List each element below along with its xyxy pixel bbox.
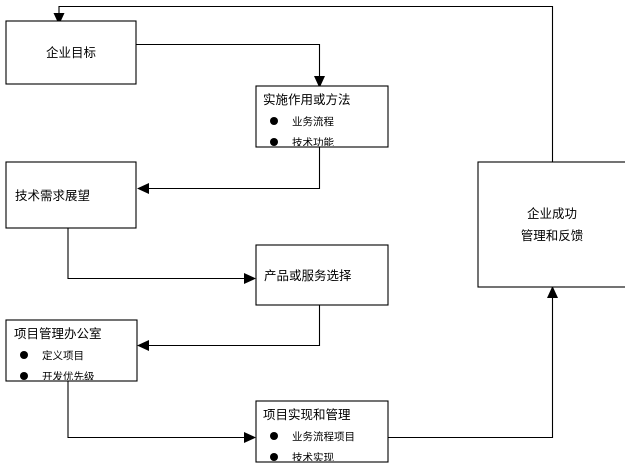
arrowhead-down-into-enterprise-goal bbox=[53, 13, 65, 25]
node-enterprise-goal[interactable]: 企业目标 bbox=[5, 20, 137, 85]
connector-product-to-pmo-path bbox=[146, 305, 321, 347]
connector-implementation-to-demand-path bbox=[146, 147, 321, 190]
connector-goal-to-implementation-path bbox=[136, 43, 321, 80]
node-product-or-service-selection-box[interactable] bbox=[255, 244, 389, 306]
bullet-dot-icon bbox=[270, 432, 278, 440]
arrowhead-up-into-enterprise-success bbox=[547, 286, 558, 298]
node-implementation-role-or-method-label: 实施作用或方法 bbox=[263, 92, 351, 107]
node-project-implementation-bullet-1: 业务流程项目 bbox=[292, 430, 355, 443]
arrowhead-right-into-product-selection bbox=[244, 273, 256, 284]
arrowhead-right-into-project-implementation bbox=[244, 432, 256, 443]
node-technology-demand-outlook-box[interactable] bbox=[5, 161, 137, 229]
node-project-management-office[interactable]: 项目管理办公室 定义项目 开发优先级 bbox=[5, 319, 138, 383]
arrowhead-left-into-technology-demand bbox=[137, 183, 149, 194]
node-implementation-role-or-method[interactable]: 实施作用或方法 业务流程 技术功能 bbox=[255, 85, 389, 149]
node-project-implementation-bullet-2: 技术实现 bbox=[292, 451, 334, 464]
connector-implementation-mgmt-to-success-path bbox=[388, 295, 554, 439]
node-pmo-bullet-2: 开发优先级 bbox=[42, 370, 95, 383]
connector-pmo-to-implementation-mgmt-path bbox=[67, 381, 247, 439]
node-product-or-service-selection-label: 产品或服务选择 bbox=[264, 268, 352, 283]
node-pmo-bullet-1: 定义项目 bbox=[42, 349, 84, 362]
node-product-or-service-selection[interactable]: 产品或服务选择 bbox=[255, 244, 389, 306]
node-technology-demand-outlook-label: 技术需求展望 bbox=[15, 188, 90, 203]
node-project-implementation-and-management[interactable]: 项目实现和管理 业务流程项目 技术实现 bbox=[255, 400, 389, 464]
bullet-dot-icon bbox=[20, 351, 28, 359]
bullet-dot-icon bbox=[270, 117, 278, 125]
node-project-management-office-label: 项目管理办公室 bbox=[14, 326, 102, 341]
connector-implementation-to-demand bbox=[137, 147, 321, 194]
node-enterprise-goal-box[interactable] bbox=[5, 20, 137, 85]
arrowhead-down-into-implementation bbox=[314, 76, 325, 88]
node-enterprise-success-label-line1: 企业成功 bbox=[527, 206, 577, 221]
node-project-implementation-and-management-box[interactable] bbox=[255, 400, 389, 463]
connector-product-to-pmo bbox=[137, 305, 321, 351]
connector-pmo-to-implementation-mgmt bbox=[67, 381, 256, 443]
connector-demand-to-product-path bbox=[67, 228, 247, 280]
connector-success-to-goal-path bbox=[58, 5, 554, 162]
node-technology-demand-outlook[interactable]: 技术需求展望 bbox=[5, 161, 137, 229]
arrowhead-left-into-pmo bbox=[137, 340, 149, 351]
connector-success-to-goal bbox=[53, 5, 554, 162]
bullet-dot-icon bbox=[270, 138, 278, 146]
node-enterprise-success-box[interactable] bbox=[477, 161, 625, 288]
connector-demand-to-product bbox=[67, 228, 256, 284]
node-implementation-bullet-2: 技术功能 bbox=[292, 136, 334, 149]
node-implementation-bullet-1: 业务流程 bbox=[292, 115, 334, 128]
node-project-implementation-label: 项目实现和管理 bbox=[263, 407, 351, 422]
node-project-management-office-box[interactable] bbox=[5, 319, 138, 382]
connector-implementation-mgmt-to-success bbox=[388, 286, 558, 439]
bullet-dot-icon bbox=[270, 453, 278, 461]
bullet-dot-icon bbox=[20, 372, 28, 380]
node-enterprise-success-management-and-feedback[interactable]: 企业成功 管理和反馈 bbox=[477, 161, 625, 288]
node-implementation-role-or-method-box[interactable] bbox=[255, 85, 389, 148]
connector-goal-to-implementation bbox=[136, 43, 325, 88]
node-enterprise-goal-label: 企业目标 bbox=[46, 45, 96, 60]
node-enterprise-success-label-line2: 管理和反馈 bbox=[521, 228, 584, 243]
